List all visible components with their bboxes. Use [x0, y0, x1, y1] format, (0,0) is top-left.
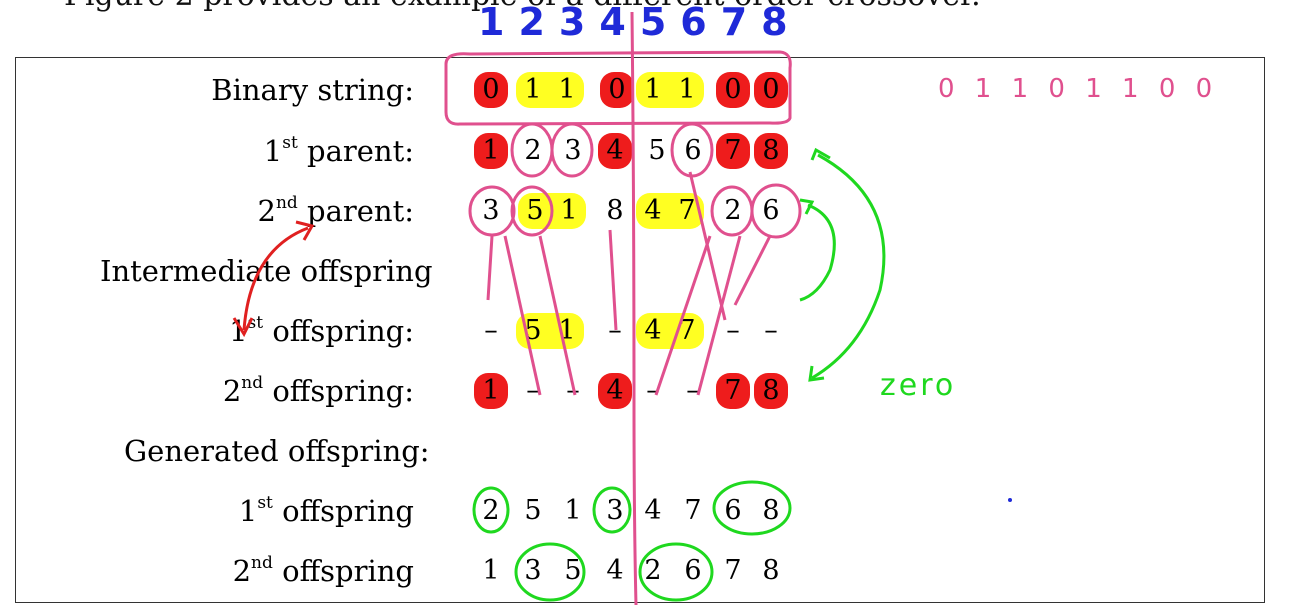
blue-position-numbers: 12345678: [478, 0, 802, 44]
parent2-cell: 3: [482, 195, 500, 226]
parent2-cell: 1: [552, 193, 586, 229]
binary-cell: 1: [636, 72, 670, 108]
inter-offspring2-cell: 1: [474, 373, 508, 409]
inter-offspring1-cell: –: [726, 315, 740, 346]
green-zero-annotation: zero: [880, 368, 957, 403]
inter-offspring1-cell: –: [608, 315, 622, 346]
label-second-parent: 2nd parent:: [257, 193, 415, 228]
parent2-cell: 8: [606, 195, 624, 226]
parent2-cell: 6: [762, 195, 780, 226]
gen-offspring2-cell: 4: [606, 555, 624, 586]
figure-caption: Figure 2 provides an example of a differ…: [64, 0, 981, 13]
inter-offspring2-cell: –: [686, 375, 700, 406]
parent1-cell: 3: [564, 135, 582, 166]
binary-cell: 0: [600, 72, 634, 108]
gen-offspring1-cell: 4: [644, 495, 662, 526]
inter-offspring1-cell: –: [484, 315, 498, 346]
parent2-cell: 7: [670, 193, 704, 229]
gen-offspring1-cell: 7: [684, 495, 702, 526]
parent2-cell: 5: [518, 193, 552, 229]
gen-offspring2-cell: 5: [564, 555, 582, 586]
binary-cell: 1: [516, 72, 550, 108]
pink-binary-annotation: 0 1 1 0 1 1 0 0: [938, 74, 1219, 104]
inter-offspring1-cell: –: [764, 315, 778, 346]
gen-offspring2-cell: 7: [724, 555, 742, 586]
gen-offspring1-cell: 6: [724, 495, 742, 526]
gen-offspring2-cell: 2: [644, 555, 662, 586]
gen-offspring1-cell: 5: [524, 495, 542, 526]
parent1-cell: 5: [648, 135, 666, 166]
label-binary-string: Binary string:: [211, 73, 414, 107]
parent2-cell: 2: [724, 195, 742, 226]
gen-offspring1-cell: 1: [564, 495, 582, 526]
gen-offspring2-cell: 8: [762, 555, 780, 586]
binary-cell: 0: [754, 72, 788, 108]
gen-offspring1-cell: 3: [606, 495, 624, 526]
binary-cell: 0: [474, 72, 508, 108]
parent1-cell: 2: [524, 135, 542, 166]
gen-offspring2-cell: 6: [684, 555, 702, 586]
binary-cell: 0: [716, 72, 750, 108]
gen-offspring2-cell: 3: [524, 555, 542, 586]
label-generated-first-offspring: 1st offspring: [238, 493, 414, 528]
inter-offspring1-cell: 5: [516, 313, 550, 349]
inter-offspring2-cell: –: [566, 375, 580, 406]
gen-offspring1-cell: 2: [482, 495, 500, 526]
inter-offspring2-cell: 4: [598, 373, 632, 409]
inter-offspring2-cell: –: [526, 375, 540, 406]
parent1-cell: 7: [716, 133, 750, 169]
parent2-cell: 4: [636, 193, 670, 229]
parent1-cell: 8: [754, 133, 788, 169]
gen-offspring1-cell: 8: [762, 495, 780, 526]
inter-offspring1-cell: 1: [550, 313, 584, 349]
inter-offspring1-cell: 7: [670, 313, 704, 349]
section-generated-offspring: Generated offspring:: [124, 434, 430, 468]
label-first-parent: 1st parent:: [263, 133, 414, 168]
label-generated-second-offspring: 2nd offspring: [232, 553, 414, 588]
binary-cell: 1: [550, 72, 584, 108]
inter-offspring2-cell: 8: [754, 373, 788, 409]
label-intermediate-second-offspring: 2nd offspring:: [222, 373, 414, 408]
parent1-cell: 1: [474, 133, 508, 169]
binary-cell: 1: [670, 72, 704, 108]
inter-offspring2-cell: –: [646, 375, 660, 406]
parent1-cell: 6: [684, 135, 702, 166]
label-intermediate-first-offspring: 1st offspring:: [229, 313, 414, 348]
parent1-cell: 4: [598, 133, 632, 169]
gen-offspring2-cell: 1: [482, 555, 500, 586]
inter-offspring1-cell: 4: [636, 313, 670, 349]
section-intermediate-offspring: Intermediate offspring: [100, 254, 433, 288]
inter-offspring2-cell: 7: [716, 373, 750, 409]
